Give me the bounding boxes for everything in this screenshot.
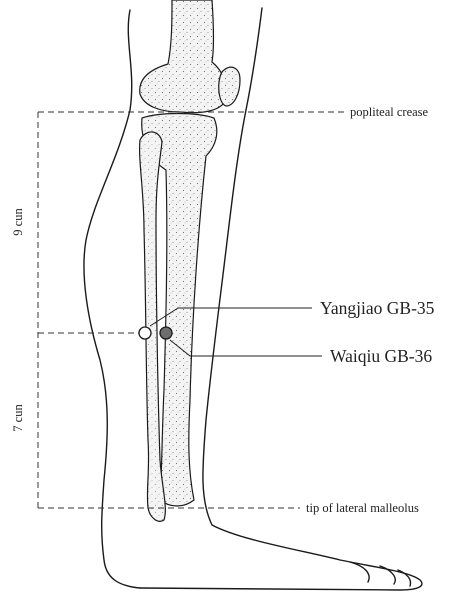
yangjiao-label: Yangjiao GB-35	[320, 298, 435, 318]
lower-cun-label: 7 cun	[11, 404, 25, 432]
toes	[350, 562, 411, 586]
lateral-malleolus-label: tip of lateral malleolus	[306, 501, 419, 515]
yangjiao-point-marker	[139, 327, 151, 339]
upper-cun-label: 9 cun	[11, 208, 25, 236]
popliteal-crease-label: popliteal crease	[350, 105, 429, 119]
leg-posterior-contour	[84, 10, 140, 588]
waiqiu-point-marker	[160, 327, 172, 339]
waiqiu-label: Waiqiu GB-36	[330, 346, 432, 366]
waiqiu-leader-line	[170, 340, 322, 356]
